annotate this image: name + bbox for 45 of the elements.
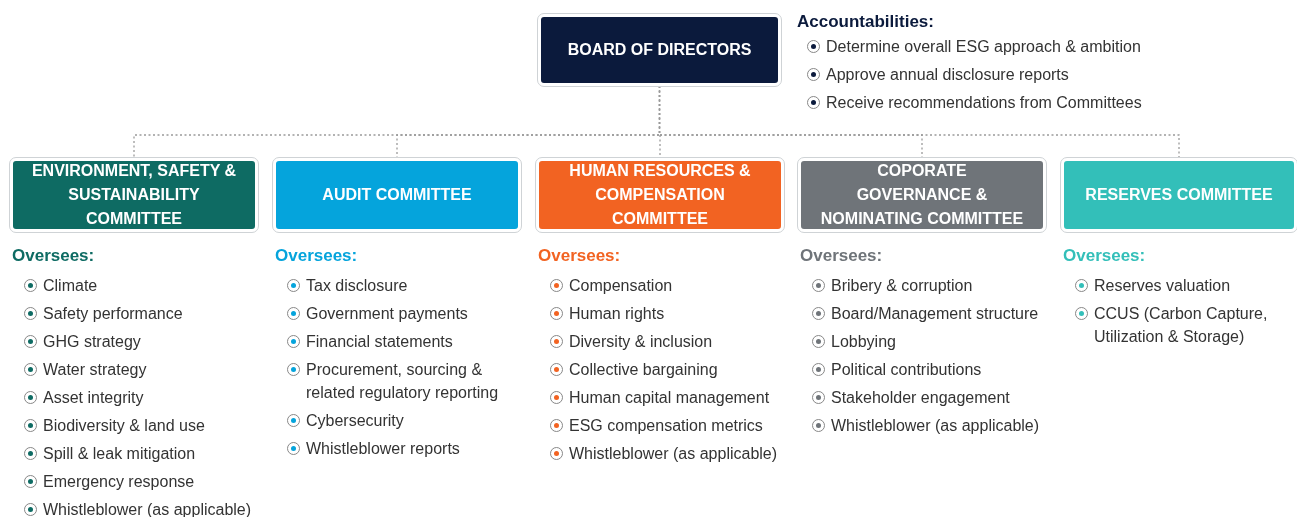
list-item: Human capital management (569, 388, 770, 408)
list-item: Whistleblower (as applicable) (831, 416, 1040, 436)
list-item: Collective bargaining (569, 360, 718, 380)
list-item: Receive recommendations from Committees (826, 93, 1142, 113)
committee-box: RESERVES COMMITTEE (1061, 158, 1297, 232)
list-item: CCUS (Carbon Capture, Utilization & Storage) (1094, 304, 1269, 347)
committee-box: ENVIRONMENT, SAFETY & SUSTAINABILITY COMMITTEE (10, 158, 258, 232)
list-item: GHG strategy (43, 332, 141, 352)
list-item: Compensation (569, 276, 673, 296)
list-item: Government payments (306, 304, 468, 324)
board-box: BOARD OF DIRECTORS (538, 14, 781, 86)
committee-box: COPORATE GOVERNANCE & NOMINATING COMMITTEE (798, 158, 1046, 232)
list-item: Procurement, sourcing & related regulatory reporting (306, 360, 500, 403)
list-heading: Oversees: (800, 246, 883, 266)
list-item: Approve annual disclosure reports (826, 65, 1069, 85)
list-item: Emergency response (43, 472, 195, 492)
list-item: Board/Management structure (831, 304, 1039, 324)
list-heading: Oversees: (1063, 246, 1146, 266)
list-item: Lobbying (831, 332, 896, 352)
list-item: Whistleblower reports (306, 439, 460, 459)
list-item: Financial statements (306, 332, 453, 352)
list-item: Water strategy (43, 360, 147, 380)
list-item: ESG compensation metrics (569, 416, 763, 436)
list-item: Stakeholder engagement (831, 388, 1010, 408)
list-item: Cybersecurity (306, 411, 404, 431)
list-heading: Accountabilities: (797, 12, 934, 32)
list-item: Diversity & inclusion (569, 332, 713, 352)
list-item: Tax disclosure (306, 276, 408, 296)
list-item: Climate (43, 276, 98, 296)
list-heading: Oversees: (275, 246, 358, 266)
list-item: Determine overall ESG approach & ambition (826, 37, 1141, 57)
committee-box: HUMAN RESOURCES & COMPENSATION COMMITTEE (536, 158, 784, 232)
list-item: Human rights (569, 304, 665, 324)
committee-box: AUDIT COMMITTEE (273, 158, 521, 232)
list-item: Spill & leak mitigation (43, 444, 196, 464)
list-item: Biodiversity & land use (43, 416, 205, 436)
list-item: Political contributions (831, 360, 982, 380)
list-heading: Oversees: (538, 246, 621, 266)
list-item: Asset integrity (43, 388, 144, 408)
list-item: Bribery & corruption (831, 276, 973, 296)
list-item: Whistleblower (as applicable) (569, 444, 778, 464)
list-heading: Oversees: (12, 246, 95, 266)
list-item: Reserves valuation (1094, 276, 1231, 296)
list-item: Safety performance (43, 304, 183, 324)
connector-line (658, 85, 1180, 159)
